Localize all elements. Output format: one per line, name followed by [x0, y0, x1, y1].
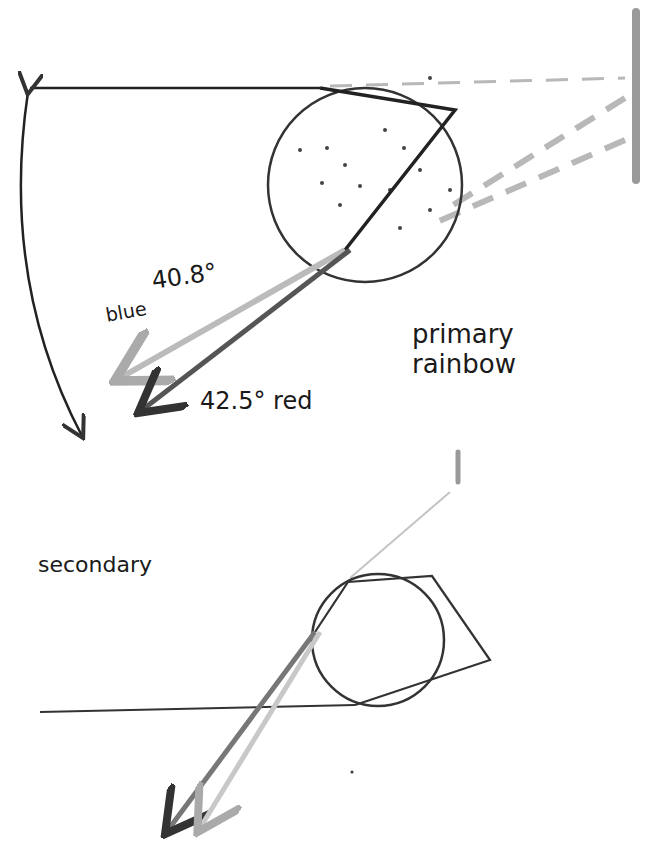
red-ray — [168, 632, 315, 830]
rainbow-label: primary rainbow — [412, 320, 542, 380]
angle-label: 42.5° red — [200, 388, 312, 416]
blue-ray — [120, 250, 345, 378]
blue-ray — [200, 632, 320, 828]
water-drop — [312, 574, 444, 706]
angle-arc — [21, 92, 82, 436]
red-ray — [142, 250, 350, 410]
rainbow-label: secondary — [38, 552, 152, 577]
light-rays — [330, 78, 625, 225]
color-label: blue — [104, 298, 148, 327]
drop-speckles — [298, 76, 452, 230]
water-drop — [268, 88, 462, 282]
light-source — [632, 12, 640, 180]
angle-value: 40.8° — [150, 259, 219, 295]
